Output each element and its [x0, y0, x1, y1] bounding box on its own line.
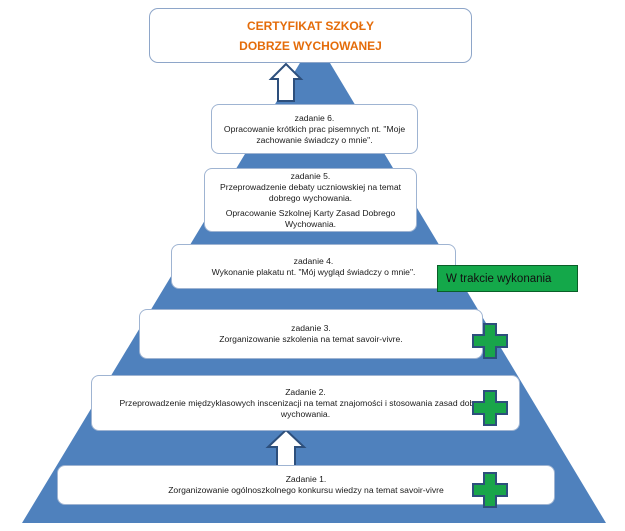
- task-5-text-2: Opracowanie Szkolnej Karty Zasad Dobrego…: [225, 207, 396, 229]
- plus-icon-task-1: [472, 472, 508, 508]
- task-2-heading: Zadanie 2.: [285, 386, 326, 397]
- task-2-box: Zadanie 2. Przeprowadzenie międzyklasowy…: [91, 375, 520, 431]
- task-3-text: Zorganizowanie szkolenia na temat savoir…: [219, 334, 403, 344]
- certificate-box: CERTYFIKAT SZKOŁY DOBRZE WYCHOWANEJ: [149, 8, 472, 63]
- task-3-heading: zadanie 3.: [291, 323, 331, 333]
- task-1-text: Zorganizowanie ogólnoszkolnego konkursu …: [168, 485, 444, 495]
- certificate-line1: CERTYFIKAT SZKOŁY: [246, 18, 375, 33]
- task-5-text-1: Przeprowadzenie debaty uczniowskiej na t…: [219, 181, 402, 203]
- task-1-heading: Zadanie 1.: [285, 474, 327, 484]
- task-4-box: zadanie 4. Wykonanie plakatu nt. "Mój wy…: [171, 244, 456, 289]
- task-6-text: Opracowanie krótkich prac pisemnych nt. …: [223, 123, 406, 145]
- plus-icon-task-3: [472, 323, 508, 359]
- arrow-up-top: [268, 62, 304, 102]
- plus-icon-task-2: [472, 390, 508, 426]
- status-badge: W trakcie wykonania: [437, 265, 578, 292]
- task-5-heading: zadanie 5.: [290, 170, 331, 181]
- task-6-heading: zadanie 6.: [294, 112, 335, 123]
- task-2-text: Przeprowadzenie międzyklasowych insceniz…: [119, 397, 492, 419]
- task-4-text: Wykonanie plakatu nt. "Mój wygląd świadc…: [211, 266, 416, 277]
- task-5-box: zadanie 5. Przeprowadzenie debaty ucznio…: [204, 168, 417, 232]
- task-6-box: zadanie 6. Opracowanie krótkich prac pis…: [211, 104, 418, 154]
- task-4-heading: zadanie 4.: [293, 255, 334, 266]
- certificate-line2: DOBRZE WYCHOWANEJ: [239, 38, 382, 53]
- task-3-box: zadanie 3. Zorganizowanie szkolenia na t…: [139, 309, 483, 359]
